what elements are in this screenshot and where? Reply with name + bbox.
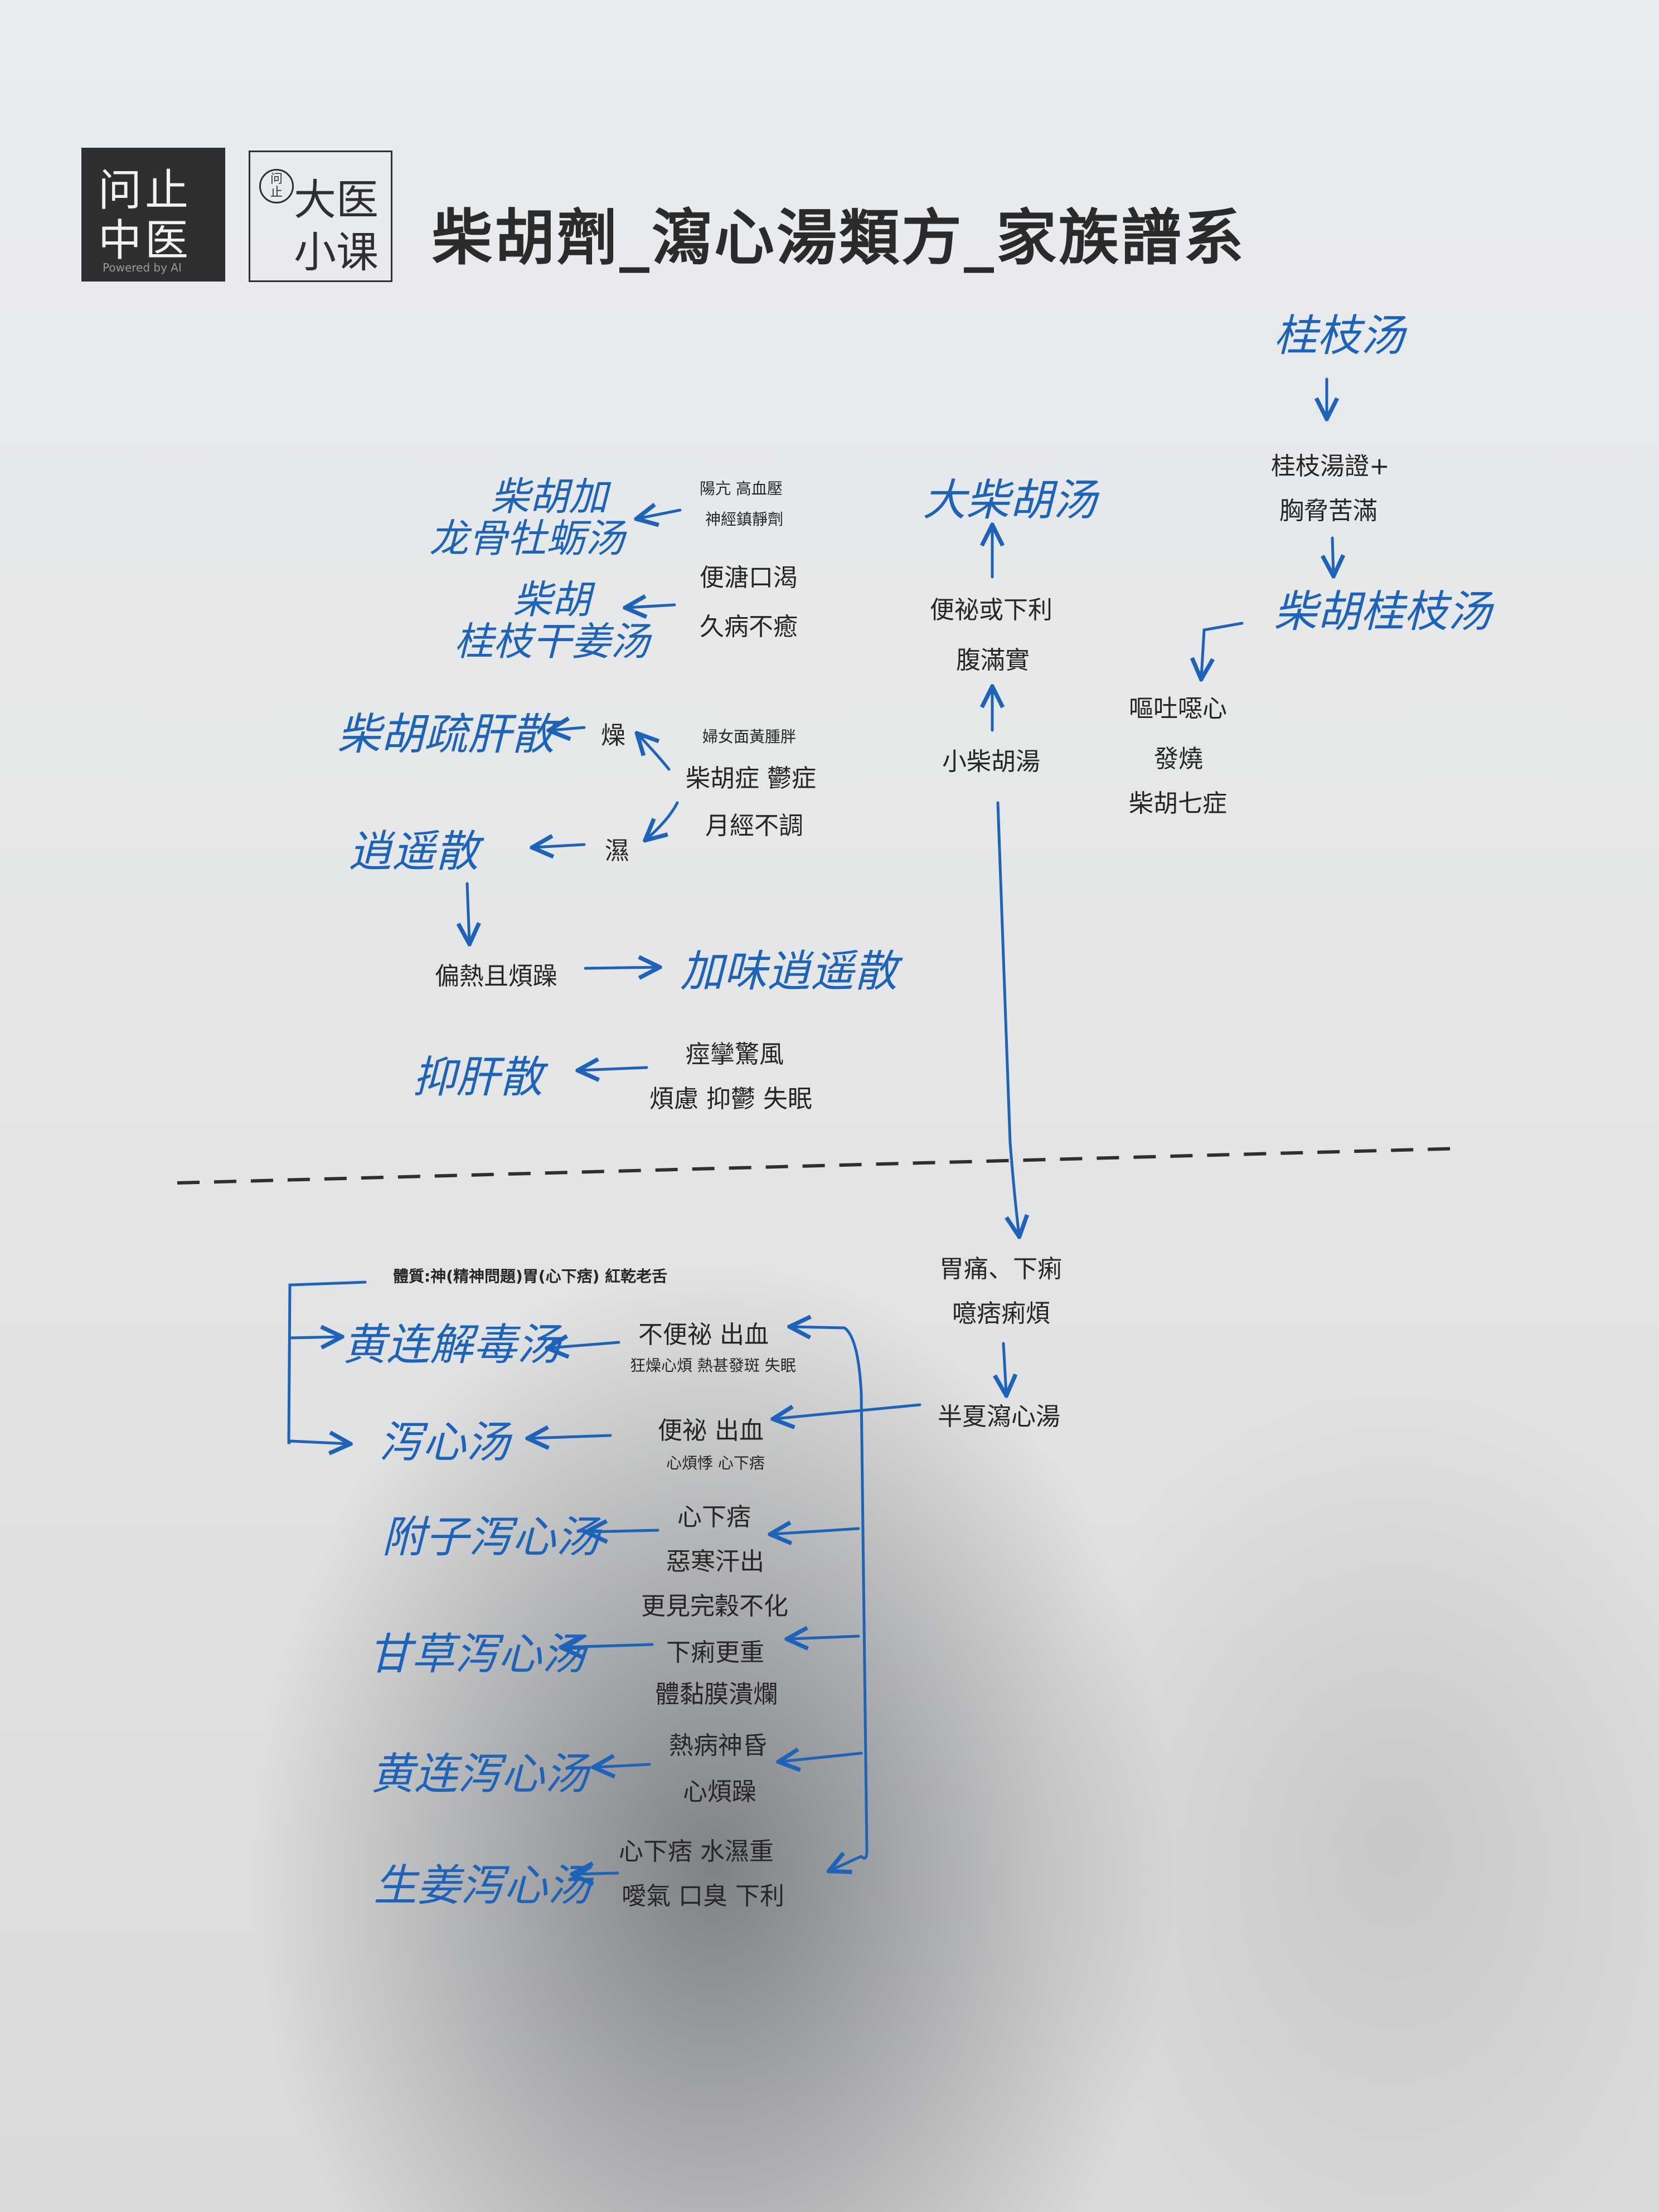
b-sx-1: 便溏口渴 <box>700 564 798 592</box>
arrow-dry-result <box>551 727 586 730</box>
ink-chaihu-shugansan: 柴胡疏肝散 <box>337 710 555 760</box>
arrow-r1 <box>549 1342 620 1348</box>
r5-sx-1: 熱病神昏 <box>669 1731 767 1760</box>
logo-text-line2: 中医 <box>98 216 192 266</box>
arrow-branch-r3 <box>772 1529 860 1534</box>
logo-circle-seal: 问止 <box>259 169 294 203</box>
wenzhi-logo: 问止 中医 Powered by AI <box>81 148 225 282</box>
constitution-note: 體質:神(精神問題)胃(心下痞) 紅乾老舌 <box>393 1267 668 1286</box>
ink-xiexintang: 泻心汤 <box>379 1418 510 1468</box>
bracket-left <box>287 1280 367 1444</box>
arrow-branch-r5 <box>780 1753 863 1762</box>
chaihu-guizhi-sx-2: 發燒 <box>1154 745 1203 773</box>
r6-sx-1: 心下痞 水濕重 <box>619 1837 774 1866</box>
r4-sx-1: 更見完穀不化 <box>641 1592 788 1621</box>
stomach-sx-1: 胃痛、下痢 <box>939 1255 1062 1283</box>
ink-fuzi-xiexintang: 附子泻心汤 <box>382 1512 600 1563</box>
logo-tagline: Powered by AI <box>103 261 182 274</box>
bracket-right-vertical <box>843 1326 869 1860</box>
heat-label: 偏熱且煩躁 <box>435 962 557 991</box>
arrow-sign-to-chaihuguizhi <box>1332 536 1333 574</box>
arrow-xiaochaihu-down-long <box>996 801 1019 1235</box>
arrow-r6 <box>574 1873 619 1874</box>
arrow-heat-result <box>584 967 658 968</box>
ink-xiaoyaosan: 逍遥散 <box>348 827 479 877</box>
ink-shengjiang-xiexintang: 生姜泻心汤 <box>373 1861 591 1911</box>
arrow-b <box>627 605 676 608</box>
arrow-r4 <box>563 1645 654 1647</box>
a-sx-2: 神經鎮靜劑 <box>705 510 784 528</box>
seal-char-bottom: 止 <box>270 186 283 200</box>
r4-sx-2: 下痢更重 <box>666 1638 764 1667</box>
arrow-constitution-to-r2 <box>288 1441 348 1444</box>
arrow-branch-r4 <box>789 1636 860 1639</box>
dayi-xiaoke-logo: 问止 大医 小课 <box>249 151 392 282</box>
ink-gancao-xiexintang: 甘草泻心汤 <box>368 1629 586 1680</box>
ink-longgu-mulitang: 龙骨牡蛎汤 <box>429 516 624 561</box>
ink-dachaihutang: 大柴胡汤 <box>923 476 1097 526</box>
c-sx-1: 柴胡症 鬱症 <box>686 764 816 793</box>
c-sx-2: 月經不調 <box>705 812 803 840</box>
r1-sx: 不便祕 出血 <box>638 1321 769 1349</box>
seal-char-top: 问 <box>270 172 283 186</box>
r5-sx-2: 心煩躁 <box>683 1778 756 1806</box>
arrow-stomach-to-banxia <box>1003 1342 1006 1394</box>
damp-label: 濕 <box>605 837 629 865</box>
r2-sub: 心煩悸 心下痞 <box>666 1454 765 1472</box>
r3-sx-1: 心下痞 <box>677 1503 751 1531</box>
ink-chaihu-jia: 柴胡加 <box>491 474 608 520</box>
r6-sx-2: 噯氣 口臭 下利 <box>622 1882 784 1910</box>
arrow-xiaoyao-down <box>467 882 469 942</box>
arrow-r2 <box>530 1435 612 1438</box>
logo-text-line1: 问止 <box>98 166 192 216</box>
chaihu-guizhi-sx-3: 柴胡七症 <box>1129 789 1227 818</box>
d-sx-2: 煩慮 抑鬱 失眠 <box>649 1085 812 1113</box>
arrow-branch-r1 <box>792 1327 846 1328</box>
guizhi-sign-2: 胸脅苦滿 <box>1279 497 1377 525</box>
arrow-damp-result <box>534 845 586 847</box>
r2-sx: 便祕 出血 <box>658 1417 764 1445</box>
b-sx-2: 久病不癒 <box>700 613 798 641</box>
a-sx-1: 陽亢 高血壓 <box>700 479 783 498</box>
r4-sx-3: 體黏膜潰爛 <box>655 1680 778 1709</box>
r3-sx-2: 惡寒汗出 <box>666 1548 764 1576</box>
logo2-text-line2: 小课 <box>294 227 379 277</box>
c-note: 婦女面黃腫胖 <box>702 727 797 746</box>
page-title: 柴胡劑_瀉心湯類方_家族譜系 <box>432 203 1246 273</box>
ink-huanglian-xiexintang: 黄连泻心汤 <box>371 1749 589 1799</box>
arrow-constitution-to-r1 <box>288 1337 340 1338</box>
arrow-banxia-to-r2 <box>775 1403 921 1419</box>
logo2-text-line1: 大医 <box>294 175 379 225</box>
arrow-c-to-damp <box>647 801 679 839</box>
arrow-c-to-dry <box>638 735 671 771</box>
ink-huanglian-jiedutang: 黄连解毒汤 <box>343 1320 561 1370</box>
ink-chaihu: 柴胡 <box>513 577 591 623</box>
d-sx-1: 痙攣驚風 <box>686 1040 784 1069</box>
arrow-r3 <box>588 1530 659 1532</box>
section-divider <box>177 1147 1464 1185</box>
xiaochaihutang: 小柴胡湯 <box>942 748 1040 776</box>
ink-guizhitang: 桂枝汤 <box>1274 311 1405 361</box>
stomach-sx-2: 噫痞痢煩 <box>952 1299 1050 1328</box>
ink-jiawei-xiaoyaosan: 加味逍遥散 <box>680 947 898 997</box>
banxia-xiexintang: 半夏瀉心湯 <box>938 1403 1060 1431</box>
arrow-d <box>580 1068 648 1070</box>
r1-sub: 狂燥心煩 熱甚發斑 失眠 <box>630 1356 796 1375</box>
ink-guizhi-ganjiangtang: 桂枝干姜汤 <box>454 619 649 664</box>
arrow-r5 <box>595 1764 651 1767</box>
arrow-branch-r6 <box>831 1856 863 1870</box>
guizhi-sign-1: 桂枝湯證+ <box>1271 452 1390 481</box>
ink-yigansan: 抑肝散 <box>413 1052 544 1103</box>
ink-chaihu-guizhitang: 柴胡桂枝汤 <box>1274 587 1492 637</box>
arrow-a <box>638 510 682 518</box>
dachaihu-sx-2: 腹滿實 <box>956 646 1030 675</box>
dachaihu-sx-1: 便祕或下利 <box>930 596 1052 624</box>
dry-label: 燥 <box>601 721 625 750</box>
arrow-chaihuguizhi-to-symptoms <box>1201 622 1244 677</box>
chaihu-guizhi-sx-1: 嘔吐噁心 <box>1129 695 1227 723</box>
